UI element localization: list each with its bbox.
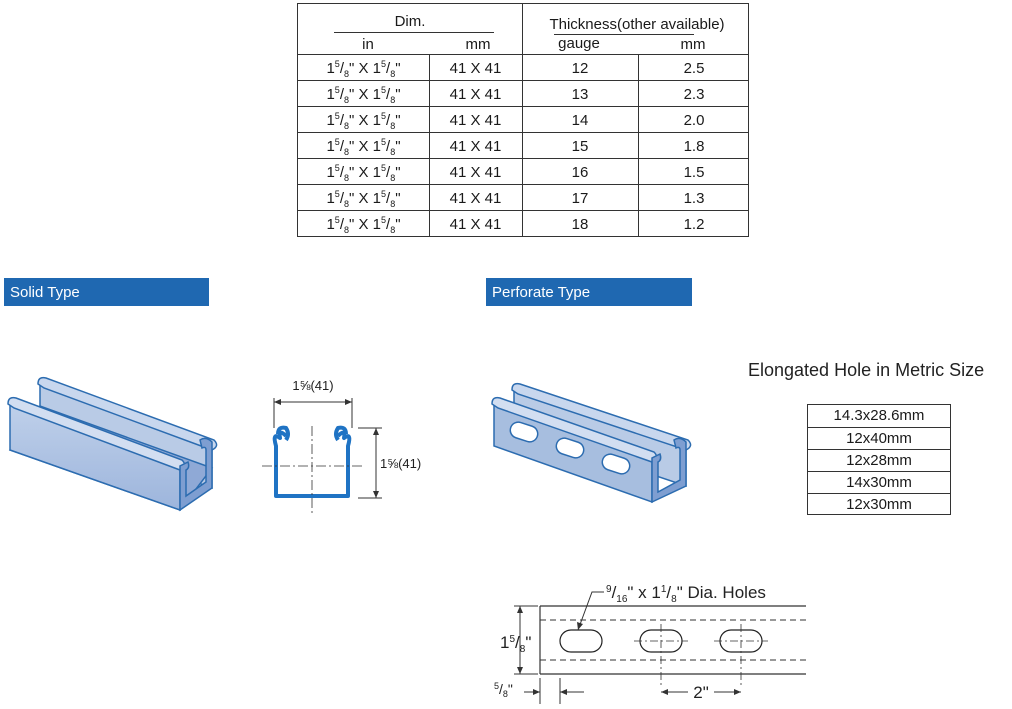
hole-size-row: 12x30mm: [808, 493, 950, 515]
thickness-cell: 2.3: [683, 86, 705, 103]
hole-size-row: 12x40mm: [808, 427, 950, 449]
inch-value: 15/8" X 15/8": [326, 189, 401, 209]
width-label: 1⅝(41): [292, 378, 333, 393]
dim-mm-cell: 41 X 41: [449, 86, 502, 103]
thickness-mm-label: mm: [680, 36, 706, 53]
perforated-channel-illustration: [491, 382, 692, 504]
arrow-icon: [533, 689, 540, 695]
gauge-cell: 14: [571, 112, 589, 129]
inch-value: 15/8" X 15/8": [326, 215, 401, 235]
channel-profile: [272, 430, 352, 498]
arrow-icon: [577, 622, 583, 630]
perforate-type-banner: Perforate Type: [486, 278, 692, 306]
dim-in-cell: 15/8" X 15/8": [298, 137, 429, 157]
dim-in-cell: 15/8" X 15/8": [298, 189, 429, 209]
dim-mm-label: mm: [465, 36, 491, 53]
dim-in-cell: 15/8" X 15/8": [298, 85, 429, 105]
inch-value: 15/8" X 15/8": [326, 111, 401, 131]
thickness-cell: 1.3: [683, 190, 705, 207]
dimension-thickness-table: Dim. in mm Thickness(other available) ga…: [297, 3, 749, 237]
thickness-cell: 2.0: [683, 112, 705, 129]
perforation-detail-drawing: 9/16" x 11/8" Dia. Holes 15/8" 5/8" 2": [494, 583, 806, 704]
dim-in-cell: 15/8" X 15/8": [298, 59, 429, 79]
gauge-cell: 16: [571, 164, 589, 181]
hole-size-row: 12x28mm: [808, 449, 950, 471]
spacing-label: 2": [693, 683, 709, 702]
dim-in-cell: 15/8" X 15/8": [298, 163, 429, 183]
inch-value: 15/8" X 15/8": [326, 137, 401, 157]
inch-value: 15/8" X 15/8": [326, 59, 401, 79]
hole-size-row: 14.3x28.6mm: [833, 407, 925, 424]
hole-size-row: 14x30mm: [808, 471, 950, 493]
height-spec-label: 15/8": [500, 633, 531, 655]
thickness-cell: 1.5: [683, 164, 705, 181]
hole-icon: [555, 437, 585, 459]
thickness-header-underline: [554, 34, 694, 35]
channel-lip-left: [276, 425, 290, 442]
inch-value: 15/8" X 15/8": [326, 163, 401, 183]
col-divider-gauge-mm: [638, 54, 639, 236]
dim-header-underline: [334, 32, 494, 33]
row-divider: [298, 158, 748, 159]
dim-mm-cell: 41 X 41: [449, 190, 502, 207]
elongated-hole-title: Elongated Hole in Metric Size: [748, 360, 985, 380]
dim-mm-cell: 41 X 41: [449, 112, 502, 129]
header-divider: [298, 54, 748, 55]
arrow-icon: [373, 428, 379, 435]
gauge-cell: 18: [571, 216, 589, 233]
hole-icon: [509, 421, 539, 443]
hole-icon: [559, 629, 603, 653]
row-divider: [298, 106, 748, 107]
dim-in-cell: 15/8" X 15/8": [298, 215, 429, 235]
height-label: 1⅝(41): [380, 456, 421, 471]
solid-channel-illustration: [7, 376, 218, 512]
elongated-holes: [509, 421, 631, 475]
row-divider: [298, 210, 748, 211]
dim-in-label: in: [362, 36, 374, 53]
offset-spec-label: 5/8": [494, 681, 513, 699]
gauge-cell: 12: [571, 60, 589, 77]
dim-mm-cell: 41 X 41: [449, 60, 502, 77]
dim-header: Dim.: [394, 13, 426, 30]
row-divider: [298, 184, 748, 185]
col-divider-dim-thickness: [522, 4, 523, 236]
arrow-icon: [560, 689, 567, 695]
solid-profile-drawing: 1⅝(41) 1⅝(41): [262, 378, 421, 516]
row-divider: [298, 80, 748, 81]
dim-mm-cell: 41 X 41: [449, 138, 502, 155]
channel-lip-right: [334, 425, 348, 442]
arrow-icon: [345, 399, 352, 405]
dim-mm-cell: 41 X 41: [449, 216, 502, 233]
gauge-cell: 13: [571, 86, 589, 103]
dim-mm-cell: 41 X 41: [449, 164, 502, 181]
dim-in-cell: 15/8" X 15/8": [298, 111, 429, 131]
solid-type-banner: Solid Type: [4, 278, 209, 306]
arrow-icon: [373, 491, 379, 498]
thickness-cell: 2.5: [683, 60, 705, 77]
gauge-cell: 15: [571, 138, 589, 155]
holes-spec-label: 9/16" x 11/8" Dia. Holes: [606, 583, 766, 605]
thickness-cell: 1.8: [683, 138, 705, 155]
gauge-label: gauge: [558, 35, 600, 52]
arrow-icon: [661, 689, 668, 695]
col-divider-in-mm: [429, 54, 430, 236]
thickness-cell: 1.2: [683, 216, 705, 233]
thickness-header: Thickness(other available): [549, 16, 725, 33]
arrow-icon: [734, 689, 741, 695]
hole-icon: [601, 453, 631, 475]
arrow-icon: [517, 606, 523, 613]
arrow-icon: [517, 667, 523, 674]
inch-value: 15/8" X 15/8": [326, 85, 401, 105]
row-divider: [298, 132, 748, 133]
gauge-cell: 17: [571, 190, 589, 207]
arrow-icon: [274, 399, 281, 405]
leader-line: [577, 591, 604, 631]
